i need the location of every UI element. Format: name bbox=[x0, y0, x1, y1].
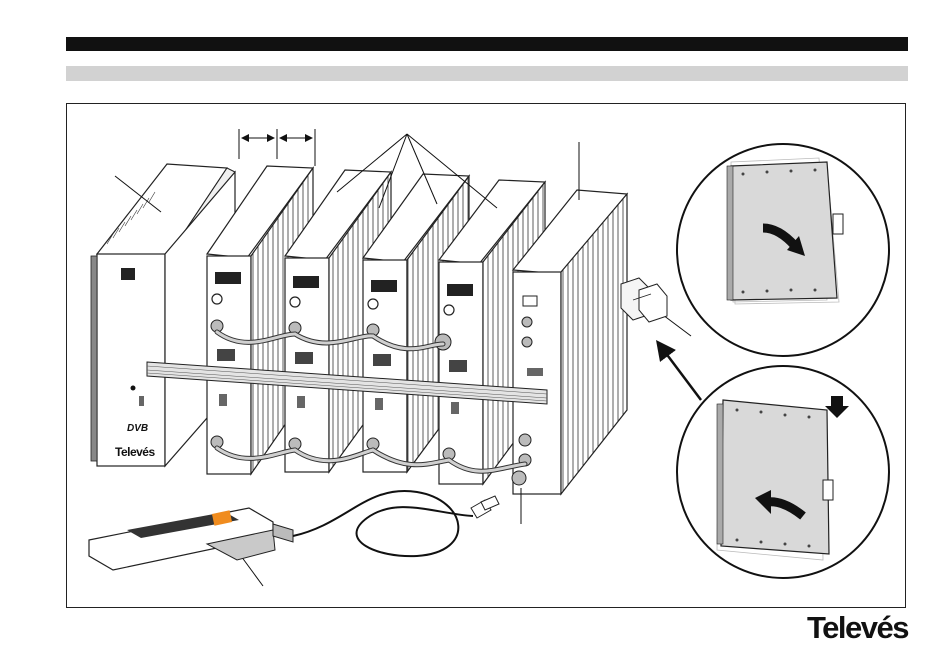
remote-programmer bbox=[89, 491, 499, 570]
detail-circle-top bbox=[677, 144, 889, 356]
section-bar bbox=[66, 66, 908, 81]
removal-arrow bbox=[659, 344, 701, 400]
installation-diagram: DVB Televés bbox=[67, 104, 905, 607]
header-bar bbox=[66, 37, 908, 51]
connector-clip bbox=[621, 278, 667, 322]
televes-logo: Televés bbox=[807, 612, 908, 643]
detail-circle-bottom bbox=[677, 366, 889, 578]
unit-logo-text: Televés bbox=[115, 445, 155, 459]
width-dimension-arrows bbox=[239, 129, 315, 166]
dvb-text: DVB bbox=[127, 423, 148, 434]
diagram-frame: DVB Televés bbox=[66, 103, 906, 608]
